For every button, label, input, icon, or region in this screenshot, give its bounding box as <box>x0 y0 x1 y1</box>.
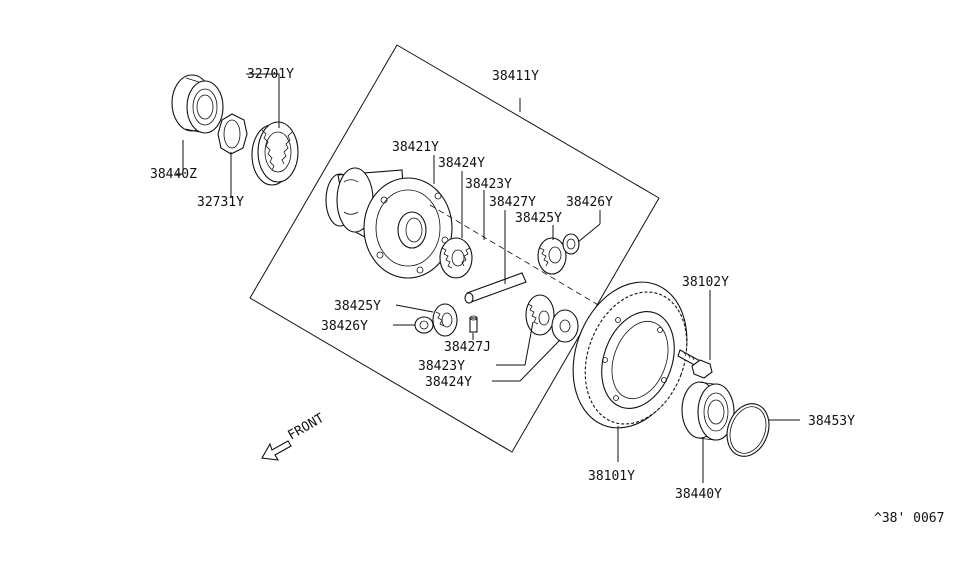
label-38427J: 38427J <box>444 340 491 355</box>
diff-case-38421Y[interactable] <box>325 167 453 279</box>
label-32701Y: 32701Y <box>247 67 294 82</box>
label-38102Y: 38102Y <box>682 275 729 290</box>
lock-pin-38427J[interactable] <box>469 315 478 333</box>
pinion-gear-38423Y-bottom[interactable] <box>525 294 555 336</box>
label-38425Y-right: 38425Y <box>515 211 562 226</box>
side-gear-38425Y-left[interactable] <box>432 303 458 337</box>
pinion-gear-38423Y-top[interactable] <box>439 237 473 279</box>
label-38427Y: 38427Y <box>489 195 536 210</box>
label-38423Y-bottom: 38423Y <box>418 359 465 374</box>
label-38426Y-right: 38426Y <box>566 195 613 210</box>
label-38411Y: 38411Y <box>492 69 539 84</box>
diagram-code: ^38' 0067 <box>874 511 944 526</box>
leader-lines <box>176 73 800 483</box>
front-arrow-icon <box>261 440 292 461</box>
label-38101Y: 38101Y <box>588 469 635 484</box>
bolt-38102Y[interactable] <box>677 349 713 379</box>
label-38440Y: 38440Y <box>675 487 722 502</box>
label-38424Y-bottom: 38424Y <box>425 375 472 390</box>
label-38424Y-top: 38424Y <box>438 156 485 171</box>
shim-32731Y[interactable] <box>217 113 248 155</box>
label-38440Z: 38440Z <box>150 167 197 182</box>
label-38423Y-top: 38423Y <box>465 177 512 192</box>
bearing-38440Y[interactable] <box>681 381 735 441</box>
label-38426Y-left: 38426Y <box>321 319 368 334</box>
label-38453Y: 38453Y <box>808 414 855 429</box>
washer-38426Y-left[interactable] <box>414 316 434 334</box>
ring-gear-38101Y[interactable] <box>554 266 707 444</box>
pinion-shaft-38427Y[interactable] <box>464 272 527 304</box>
front-label: FRONT <box>286 411 328 444</box>
center-axis-line <box>429 204 611 313</box>
side-gear-38425Y-right[interactable] <box>537 237 567 275</box>
gear-32701Y[interactable] <box>251 121 299 186</box>
label-32731Y: 32731Y <box>197 195 244 210</box>
label-38425Y-left: 38425Y <box>334 299 381 314</box>
bearing-38440Z[interactable] <box>171 74 224 134</box>
shim-38453Y[interactable] <box>720 398 776 462</box>
label-38421Y: 38421Y <box>392 140 439 155</box>
assembly-outline <box>249 44 660 453</box>
washer-38426Y-right[interactable] <box>562 233 580 255</box>
thrust-washer-38424Y-bottom[interactable] <box>551 309 579 343</box>
